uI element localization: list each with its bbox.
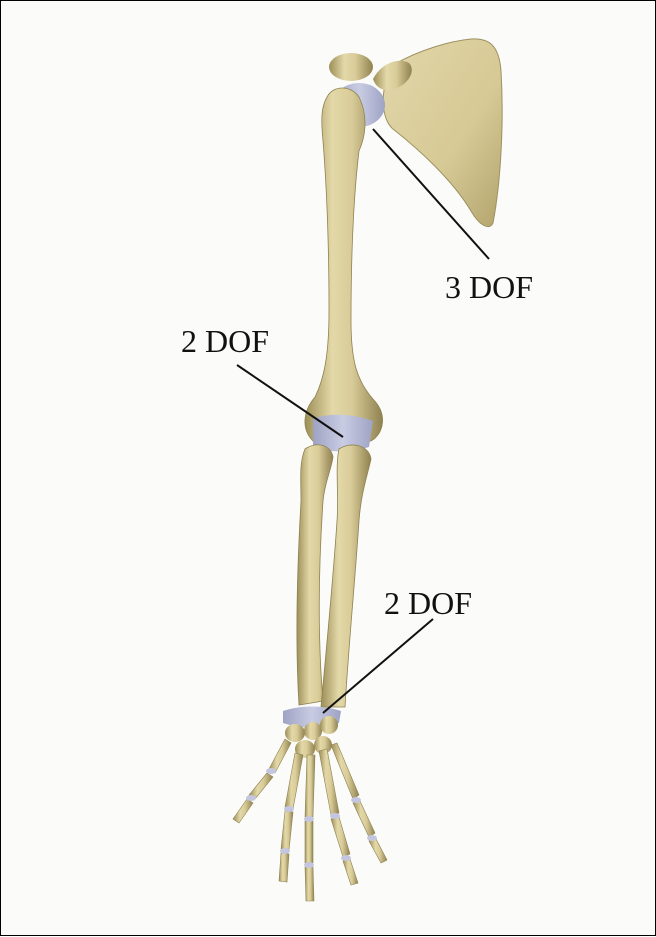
humerus-bone [305,88,383,441]
shoulder-dof-label: 3 DOF [445,271,533,303]
wrist-dof-label: 2 DOF [384,587,472,619]
elbow-dof-label: 2 DOF [181,325,269,357]
acromion-bone [329,53,373,81]
radius-bone [321,445,371,707]
